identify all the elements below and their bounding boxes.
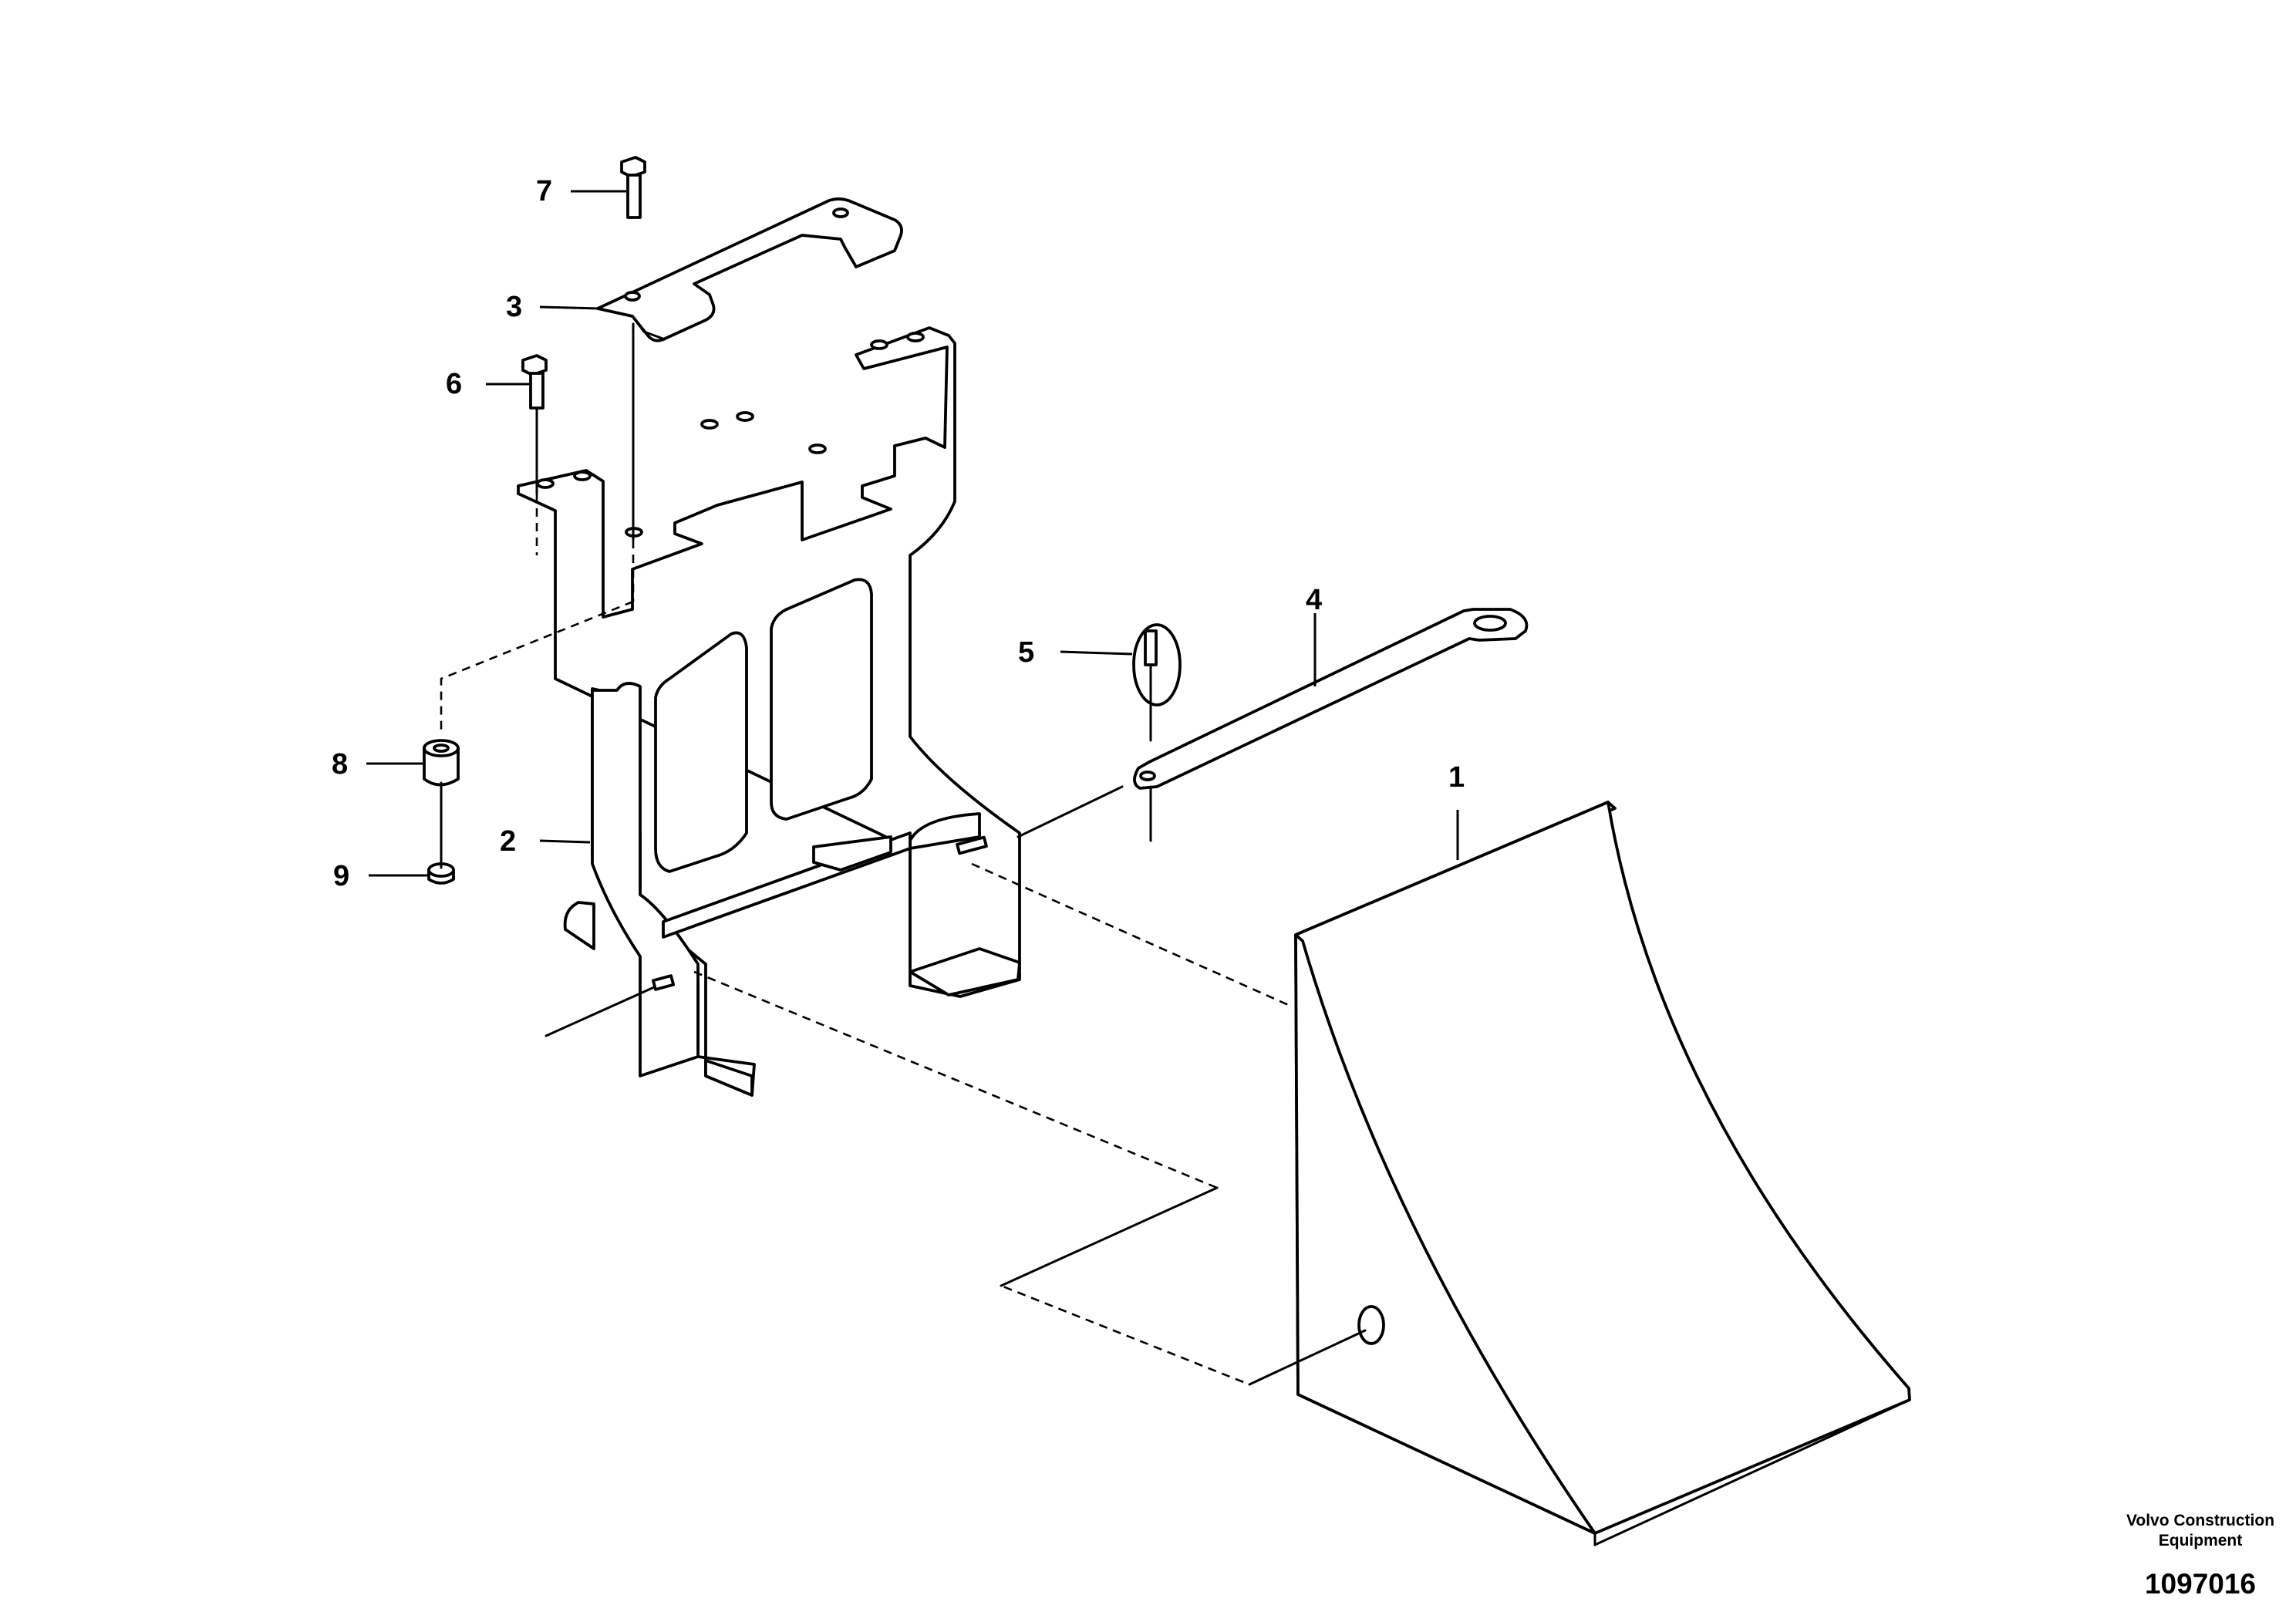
- callout-5: 5: [1018, 636, 1034, 669]
- company-line-1: Volvo Construction: [2126, 1512, 2275, 1529]
- drawing-number: 1097016: [2144, 1568, 2257, 1600]
- callout-3: 3: [506, 291, 522, 323]
- company-name: Volvo Construction Equipment: [2116, 1511, 2285, 1551]
- assembly-lines: [440, 322, 1367, 1386]
- nut-part-9[interactable]: [427, 862, 455, 885]
- clamp-plate-part-3[interactable]: [596, 197, 903, 342]
- spacer-part-8[interactable]: [423, 739, 460, 787]
- chock-holder-bracket-part-2[interactable]: [517, 326, 1021, 1097]
- leader-lines: [366, 190, 1459, 877]
- callout-1: 1: [1448, 761, 1465, 794]
- callout-9: 9: [333, 860, 349, 892]
- callout-6: 6: [446, 368, 462, 400]
- callout-8: 8: [332, 748, 348, 781]
- company-line-2: Equipment: [2158, 1532, 2243, 1549]
- callout-2: 2: [500, 825, 516, 858]
- callout-labels: 1 2 3 4 5 6 7 8 9: [332, 175, 1465, 892]
- bolt-part-7[interactable]: [620, 156, 646, 219]
- retaining-strap-part-4[interactable]: [1133, 608, 1529, 790]
- wheel-chock-part-1[interactable]: [1294, 801, 1911, 1546]
- lynch-pin-part-5[interactable]: [1132, 623, 1182, 742]
- bolt-part-6[interactable]: [521, 354, 548, 410]
- callout-4: 4: [1306, 584, 1322, 616]
- callout-7: 7: [536, 175, 552, 207]
